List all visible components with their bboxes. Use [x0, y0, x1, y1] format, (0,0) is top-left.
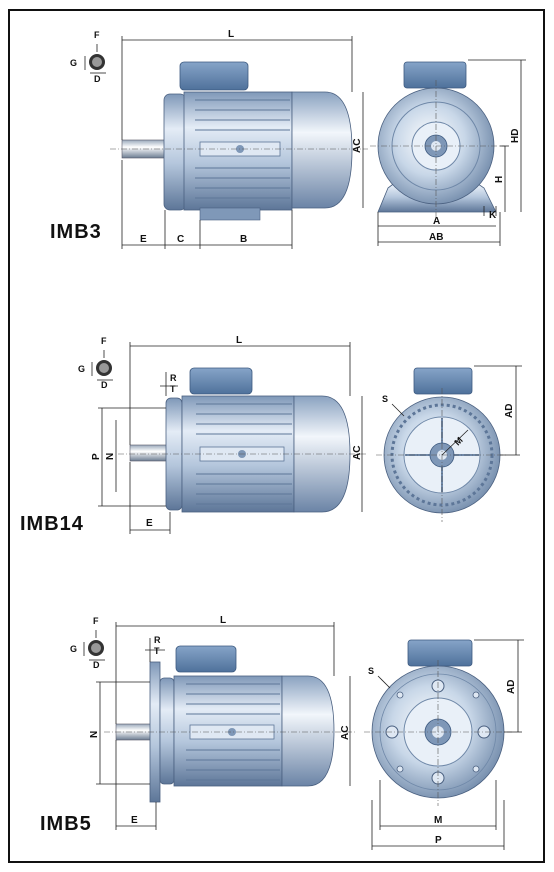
imb14-dim-e: E — [146, 518, 153, 529]
imb3-key-g-label: G — [70, 58, 77, 68]
imb5-key-d-label: D — [93, 660, 100, 670]
imb5-dim-s: S — [368, 666, 374, 676]
imb5-side-dims: L R T N AC E — [89, 615, 351, 830]
imb14-dim-ac: AC — [352, 446, 363, 460]
imb5-section: F G D L — [40, 615, 524, 850]
imb3-section: F G D L — [50, 29, 526, 249]
imb3-side-view — [110, 61, 368, 221]
imb3-front-dims: HD H A AB K — [377, 59, 526, 246]
imb3-key-d-label: D — [94, 74, 101, 84]
imb3-dim-k: K — [489, 210, 497, 221]
imb5-side-view — [104, 645, 356, 803]
imb14-dim-n: N — [105, 453, 116, 460]
imb5-front-dims: AD S M P — [368, 639, 524, 850]
imb3-dim-h: H — [494, 176, 505, 183]
imb14-side-dims: L R T P N AC E — [91, 335, 363, 534]
imb3-dim-a: A — [433, 216, 440, 227]
imb5-dim-t: T — [154, 646, 160, 656]
imb3-dim-hd: HD — [510, 129, 521, 143]
imb5-key-g-label: G — [70, 644, 77, 654]
imb14-dim-r: R — [170, 373, 177, 383]
imb5-title: IMB5 — [40, 813, 92, 835]
imb14-dim-l: L — [236, 335, 242, 346]
imb5-key-f-label: F — [93, 616, 99, 626]
imb14-dim-ad: AD — [504, 404, 515, 418]
imb3-side-dims: L AC E C B — [121, 29, 364, 249]
imb5-dim-p: P — [435, 835, 442, 846]
imb3-dim-ac: AC — [352, 139, 363, 153]
imb14-dim-t: T — [170, 384, 176, 394]
imb14-side-view — [118, 367, 368, 513]
imb14-title: IMB14 — [20, 513, 84, 535]
imb3-dim-b: B — [240, 234, 247, 245]
imb3-dim-c: C — [177, 234, 184, 245]
imb5-dim-m: M — [434, 815, 442, 826]
imb3-dim-e: E — [140, 234, 147, 245]
imb3-shaft-key-icon: F G D — [70, 30, 106, 84]
imb14-shaft-key-icon: F G D — [78, 336, 113, 390]
imb3-dim-ab: AB — [429, 232, 443, 243]
imb5-shaft-key-icon: F G D — [70, 616, 105, 670]
imb14-key-g-label: G — [78, 364, 85, 374]
imb14-dim-s: S — [382, 394, 388, 404]
imb5-dim-n: N — [89, 731, 100, 738]
imb5-front-view — [364, 639, 512, 806]
imb14-section: F G D L R — [20, 335, 522, 535]
imb5-dim-r: R — [154, 635, 161, 645]
imb5-dim-e: E — [131, 815, 138, 826]
imb14-key-d-label: D — [101, 380, 108, 390]
imb3-title: IMB3 — [50, 221, 102, 243]
imb5-dim-l: L — [220, 615, 226, 626]
imb3-dim-l: L — [228, 29, 234, 40]
imb14-key-f-label: F — [101, 336, 107, 346]
imb5-dim-ad: AD — [506, 680, 517, 694]
imb14-dim-p: P — [91, 453, 102, 460]
imb3-key-f-label: F — [94, 30, 100, 40]
imb5-dim-ac: AC — [340, 726, 351, 740]
